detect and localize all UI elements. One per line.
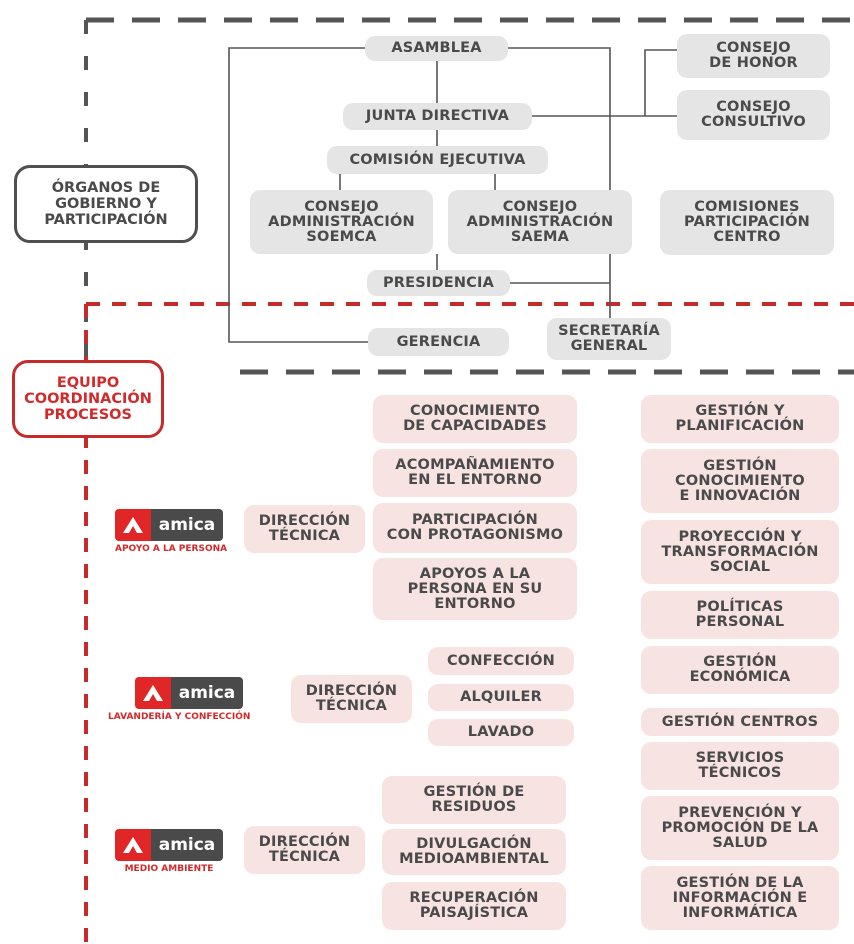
direccion-tecnica-lavanderia: DIRECCIÓN TÉCNICA <box>291 675 412 723</box>
support-prevencion-salud: PREVENCIÓN Y PROMOCIÓN DE LA SALUD <box>641 796 839 860</box>
amica-symbol-icon <box>115 509 151 541</box>
process-divulgacion-medioambiental: DIVULGACIÓN MEDIOAMBIENTAL <box>382 829 566 875</box>
node-comision-ejecutiva: COMISIÓN EJECUTIVA <box>327 146 548 174</box>
amica-symbol-icon <box>135 677 171 709</box>
process-lavado: LAVADO <box>428 719 574 746</box>
support-servicios-tecnicos: SERVICIOS TÉCNICOS <box>641 742 839 790</box>
process-gestion-residuos: GESTIÓN DE RESIDUOS <box>382 776 566 824</box>
node-consejo-saema: CONSEJO ADMINISTRACIÓN SAEMA <box>448 190 632 254</box>
support-proyeccion-transformacion: PROYECCIÓN Y TRANSFORMACIÓN SOCIAL <box>641 520 839 584</box>
node-junta-directiva: JUNTA DIRECTIVA <box>343 103 532 130</box>
process-participacion-protagonismo: PARTICIPACIÓN CON PROTAGONISMO <box>373 503 577 553</box>
support-gestion-conocimiento: GESTIÓN CONOCIMIENTO E INNOVACIÓN <box>641 449 839 513</box>
division-caption: APOYO A LA PERSONA <box>115 544 228 554</box>
support-gestion-informacion: GESTIÓN DE LA INFORMACIÓN E INFORMÁTICA <box>641 866 839 930</box>
amica-symbol-icon <box>115 829 151 861</box>
direccion-tecnica-medio-ambiente: DIRECCIÓN TÉCNICA <box>244 826 365 874</box>
governance-section-title: ÓRGANOS DE GOBIERNO Y PARTICIPACIÓN <box>14 165 198 243</box>
process-conocimiento-capacidades: CONOCIMIENTO DE CAPACIDADES <box>373 395 577 443</box>
node-consejo-honor: CONSEJO DE HONOR <box>677 34 830 78</box>
line-consejos-bracket <box>644 49 677 116</box>
line-asamblea-secretaria <box>508 47 611 318</box>
coordination-section-title: EQUIPO COORDINACIÓN PROCESOS <box>12 360 164 438</box>
direccion-tecnica-apoyo: DIRECCIÓN TÉCNICA <box>244 505 365 553</box>
support-politicas-personal: POLÍTICAS PERSONAL <box>641 591 839 639</box>
amica-wordmark: amica <box>151 829 223 861</box>
process-confeccion: CONFECCIÓN <box>428 647 574 675</box>
node-secretaria-general: SECRETARÍA GENERAL <box>547 318 671 360</box>
process-recuperacion-paisajistica: RECUPERACIÓN PAISAJÍSTICA <box>382 882 566 930</box>
amica-logo-apoyo: amica APOYO A LA PERSONA <box>115 509 227 554</box>
node-consejo-consultivo: CONSEJO CONSULTIVO <box>677 90 830 140</box>
division-caption: LAVANDERÍA Y CONFECCIÓN <box>108 712 251 722</box>
line-asamblea-gerencia <box>228 47 368 343</box>
node-presidencia: PRESIDENCIA <box>367 270 510 296</box>
support-gestion-economica: GESTIÓN ECONÓMICA <box>641 646 839 694</box>
node-gerencia: GERENCIA <box>368 328 509 356</box>
support-gestion-planificacion: GESTIÓN Y PLANIFICACIÓN <box>641 395 839 443</box>
amica-logo-lavanderia: amica LAVANDERÍA Y CONFECCIÓN <box>108 677 250 722</box>
division-caption: MEDIO AMBIENTE <box>124 864 214 874</box>
amica-wordmark: amica <box>151 509 223 541</box>
node-comisiones-participacion: COMISIONES PARTICIPACIÓN CENTRO <box>660 190 834 255</box>
node-asamblea: ASAMBLEA <box>365 36 508 61</box>
amica-wordmark: amica <box>171 677 243 709</box>
process-alquiler: ALQUILER <box>428 684 574 711</box>
amica-logo-medio-ambiente: amica MEDIO AMBIENTE <box>115 829 223 874</box>
support-gestion-centros: GESTIÓN CENTROS <box>641 708 839 736</box>
process-acompanamiento-entorno: ACOMPAÑAMIENTO EN EL ENTORNO <box>373 449 577 497</box>
process-apoyos-persona-entorno: APOYOS A LA PERSONA EN SU ENTORNO <box>373 558 577 620</box>
node-consejo-soemca: CONSEJO ADMINISTRACIÓN SOEMCA <box>250 190 433 254</box>
